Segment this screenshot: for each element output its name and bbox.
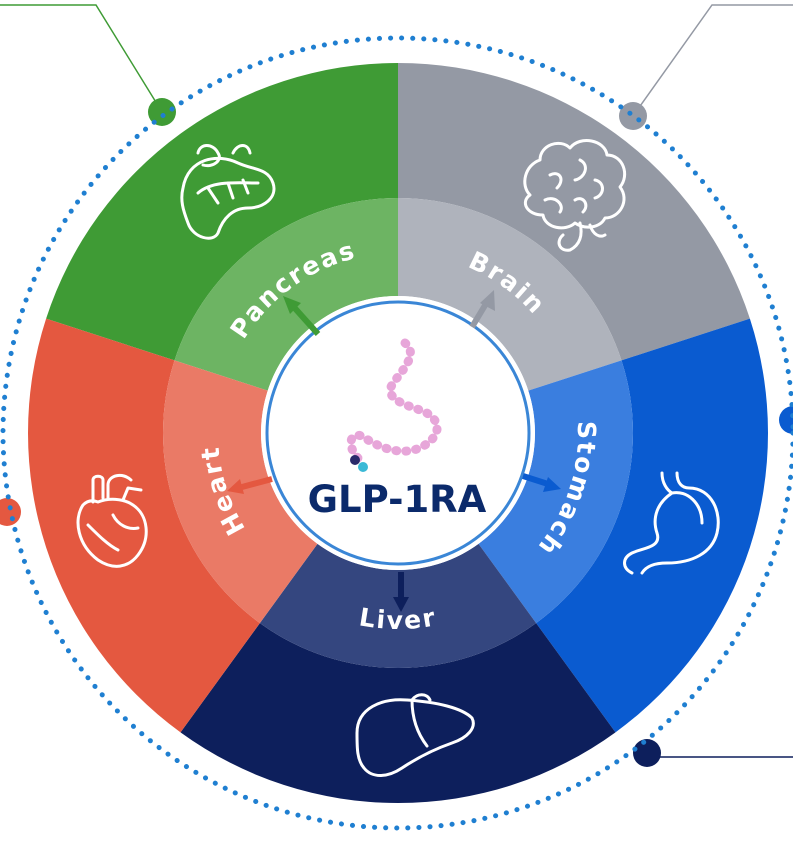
stomach-icon: [623, 471, 720, 575]
center-title: GLP-1RA: [308, 478, 487, 521]
brain-callout-dot: [619, 102, 647, 130]
ring-brain: [398, 198, 622, 391]
brain-callout-line: [632, 4, 793, 117]
heart-callout-dot: [0, 498, 21, 526]
peptide-chain-icon: [346, 338, 442, 472]
arrow-to-pancreas: [283, 296, 321, 337]
pancreas-icon: [180, 144, 276, 240]
pancreas-callout-dot: [148, 98, 176, 126]
liver-icon: [355, 693, 475, 777]
ring-pancreas: [174, 198, 398, 391]
sector-heart[interactable]: [28, 318, 260, 733]
stomach-callout-dot: [779, 406, 793, 434]
arrow-to-stomach: [522, 473, 561, 492]
sector-liver[interactable]: [180, 623, 616, 804]
pancreas-callout-line: [0, 4, 163, 113]
effect-arrows: [227, 290, 561, 612]
brain-icon: [523, 139, 626, 252]
center-disc: [261, 296, 535, 570]
arrow-to-brain: [469, 290, 495, 329]
dotted-outer-ring: [0, 35, 793, 831]
sector-pancreas[interactable]: [46, 62, 398, 361]
heart-icon: [76, 473, 148, 568]
ring-stomach: [478, 360, 634, 624]
liver-callout-dot: [633, 739, 661, 767]
sector-stomach[interactable]: [536, 318, 768, 733]
arrow-to-liver: [393, 572, 409, 612]
arrow-to-heart: [227, 476, 273, 494]
sector-brain[interactable]: [398, 63, 750, 361]
organ-sectors: [28, 62, 768, 804]
label-liver: Liver: [357, 602, 439, 635]
center-disc-border: [265, 300, 531, 566]
